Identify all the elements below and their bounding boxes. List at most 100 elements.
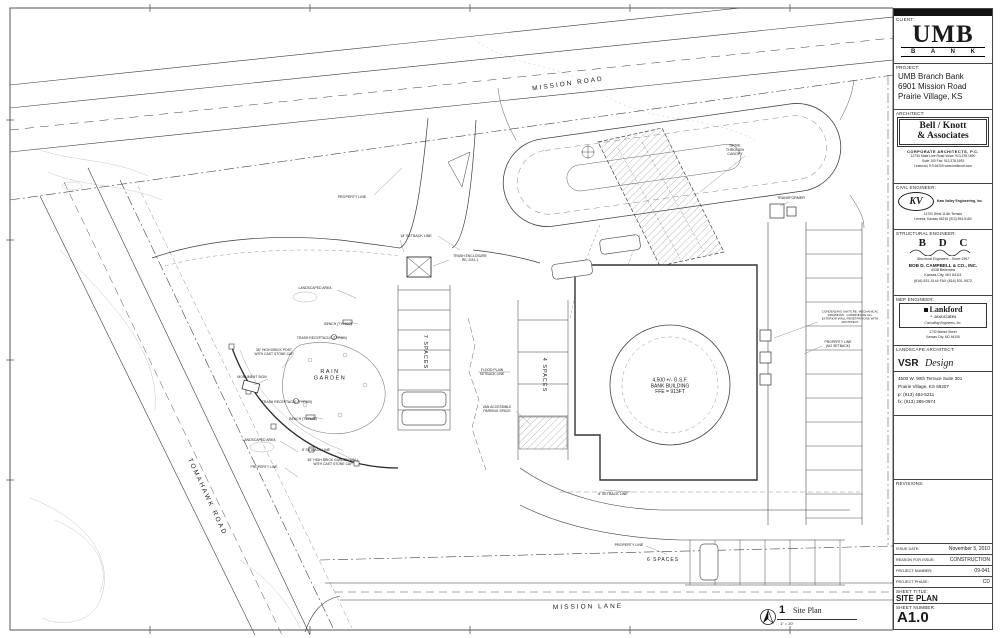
landscaped-areas: [249, 291, 318, 453]
drawing-number: 1: [779, 604, 786, 616]
structural-tagline: Structural Engineers - Since 1957: [916, 257, 970, 261]
landscape-address-line: 4500 W. 90th Terrace Suite 301: [898, 376, 963, 381]
monument-sign: [241, 379, 261, 394]
lankford-square-icon: [923, 308, 928, 312]
structural-address-line: 4338 Belleview: [930, 268, 956, 272]
landscape-architect-section: LANDSCAPE ARCHITECT: VSR Design Landscap…: [894, 346, 992, 372]
reason-for-issue-field: REASON FOR ISSUE: CONSTRUCTION: [894, 555, 992, 566]
structural-engineer-name: BOB D. CAMPBELL & CO., INC.: [908, 263, 978, 268]
reason-for-issue-label: REASON FOR ISSUE:: [896, 558, 935, 562]
bank-building-outline: [574, 264, 758, 481]
project-phase-value: CD: [982, 579, 990, 585]
landscape-address-section: 4500 W. 90th Terrace Suite 301 Prairie V…: [894, 372, 992, 416]
civil-engineer-label: CIVIL ENGINEER:: [896, 185, 937, 190]
civil-engineer-name: Kaw Valley Engineering, Inc.: [937, 199, 983, 204]
drawing-scale: 1" = 20': [780, 621, 794, 626]
setback-line-18ft: [164, 249, 399, 267]
project-line: 6901 Mission Road: [898, 82, 967, 91]
brick-garden-wall: [231, 347, 399, 469]
sheet-number-section: SHEET NUMBER: A1.0: [894, 604, 992, 629]
border-ticks: [6, 4, 791, 634]
issue-date-label: ISSUE DATE:: [896, 547, 920, 551]
civil-address-line: Lenexa, Kansas 66215 (913) 894-5150: [914, 216, 972, 221]
architect-name: Bell / Knott: [919, 121, 967, 131]
vsr-logo: VSR: [898, 358, 919, 369]
reason-for-issue-value: CONSTRUCTION: [949, 557, 990, 563]
architect-address-line: 12730 State Line Road Voice: 913.378.169…: [910, 153, 976, 158]
south-lot: [519, 467, 850, 586]
landscape-address-line: p: (913) 484-5211: [898, 391, 935, 397]
rain-garden-plants: [302, 352, 368, 418]
drawing-border: [9, 7, 894, 631]
client-label: CLIENT:: [896, 17, 915, 22]
civil-address-line: 14700 West 114th Terrace: [923, 212, 963, 216]
client-section: CLIENT: UMB B A N K: [894, 16, 992, 64]
mep-engineer-label: MEP ENGINEER:: [896, 297, 935, 302]
west-lot-curbs: [151, 117, 541, 264]
title-block: CLIENT: UMB B A N K PROJECT: UMB Branch …: [893, 8, 993, 630]
landscape-address-line: fx: (913) 385-0674: [898, 399, 936, 405]
title-block-spacer: [894, 416, 992, 480]
mission-lane: [304, 582, 893, 633]
title-block-top-bar: [894, 9, 992, 16]
contour-lines: [29, 35, 756, 629]
issue-date-value: November 5, 2010: [948, 546, 990, 552]
revisions-label: REVISIONS:: [896, 481, 924, 486]
survey-marker-icon: [581, 145, 595, 159]
north-arrow-icon: [760, 609, 776, 625]
mep-subtitle: Consulting Engineers, Inc.: [924, 321, 962, 326]
bell-knott-logo: Bell / Knott & Associates: [897, 117, 989, 147]
umb-logo-bank: B A N K: [901, 47, 985, 57]
building-rotunda: [609, 324, 731, 446]
architect-section: ARCHITECT: Bell / Knott & Associates COR…: [894, 110, 992, 184]
property-line-south: [319, 545, 894, 561]
project-number-label: PROJECT NUMBER:: [896, 569, 933, 573]
sheet-title-section: SHEET TITLE: SITE PLAN: [894, 588, 992, 604]
project-section: PROJECT: UMB Branch Bank 6901 Mission Ro…: [894, 64, 992, 110]
parking-east-column: [767, 222, 863, 525]
bdc-logo: B D C: [918, 237, 973, 249]
architect-subtitle: CORPORATE ARCHITECTS, P.C.: [907, 148, 979, 154]
landscape-address-line: Prairie Village, KS 66207: [898, 383, 949, 389]
architect-name: & Associates: [917, 130, 969, 141]
mep-name2: + associates: [929, 314, 957, 320]
project-phase-field: PROJECT PHASE: CD: [894, 577, 992, 588]
mep-engineer-section: MEP ENGINEER: Lankford + associates Cons…: [894, 296, 992, 346]
tomahawk-road: [39, 167, 311, 636]
umb-logo: UMB: [912, 21, 974, 48]
mep-name: Lankford: [929, 305, 963, 314]
rain-garden-outline: [282, 342, 386, 434]
mission-road: [9, 7, 894, 153]
van-accessible-stall: [518, 416, 568, 450]
sheet-title-label: SHEET TITLE:: [896, 589, 928, 594]
mep-address-line: Kansas City, MO 64108: [926, 334, 960, 339]
structural-engineer-label: STRUCTURAL ENGINEER:: [896, 231, 957, 236]
garden-walk: [239, 349, 343, 451]
condensing-units: [759, 329, 772, 386]
architect-address-line: Leawood, KS 66209 www.bellknott.com: [914, 163, 972, 168]
building-rotunda-inner: [621, 336, 719, 434]
property-line-west: [119, 179, 335, 631]
project-number-value: 09-041: [974, 568, 990, 574]
project-label: PROJECT:: [896, 65, 920, 70]
drawing-title: Site Plan: [793, 606, 822, 615]
architect-label: ARCHITECT:: [896, 111, 925, 116]
car-symbols: [401, 234, 719, 581]
kaw-valley-logo: KV: [898, 192, 934, 211]
bdc-wave-icon: [909, 249, 971, 256]
structural-address-line: (816) 531-4144 FAX (816) 531-9572: [914, 278, 972, 283]
drawing-title-rule: [777, 619, 857, 620]
project-number-field: PROJECT NUMBER: 09-041: [894, 566, 992, 577]
lankford-logo: Lankford + associates Consulting Enginee…: [899, 303, 987, 329]
leader-lines: [253, 155, 823, 555]
parking-row-7-spaces: [397, 285, 451, 431]
transformer: [769, 203, 797, 219]
revisions-section: REVISIONS:: [894, 480, 992, 544]
loop-road-connections: [497, 79, 865, 229]
sheet-number: A1.0: [897, 609, 929, 626]
site-plan-linework: [6, 4, 894, 636]
flood-plain-line: [467, 317, 487, 471]
property-line-north: [9, 74, 894, 201]
